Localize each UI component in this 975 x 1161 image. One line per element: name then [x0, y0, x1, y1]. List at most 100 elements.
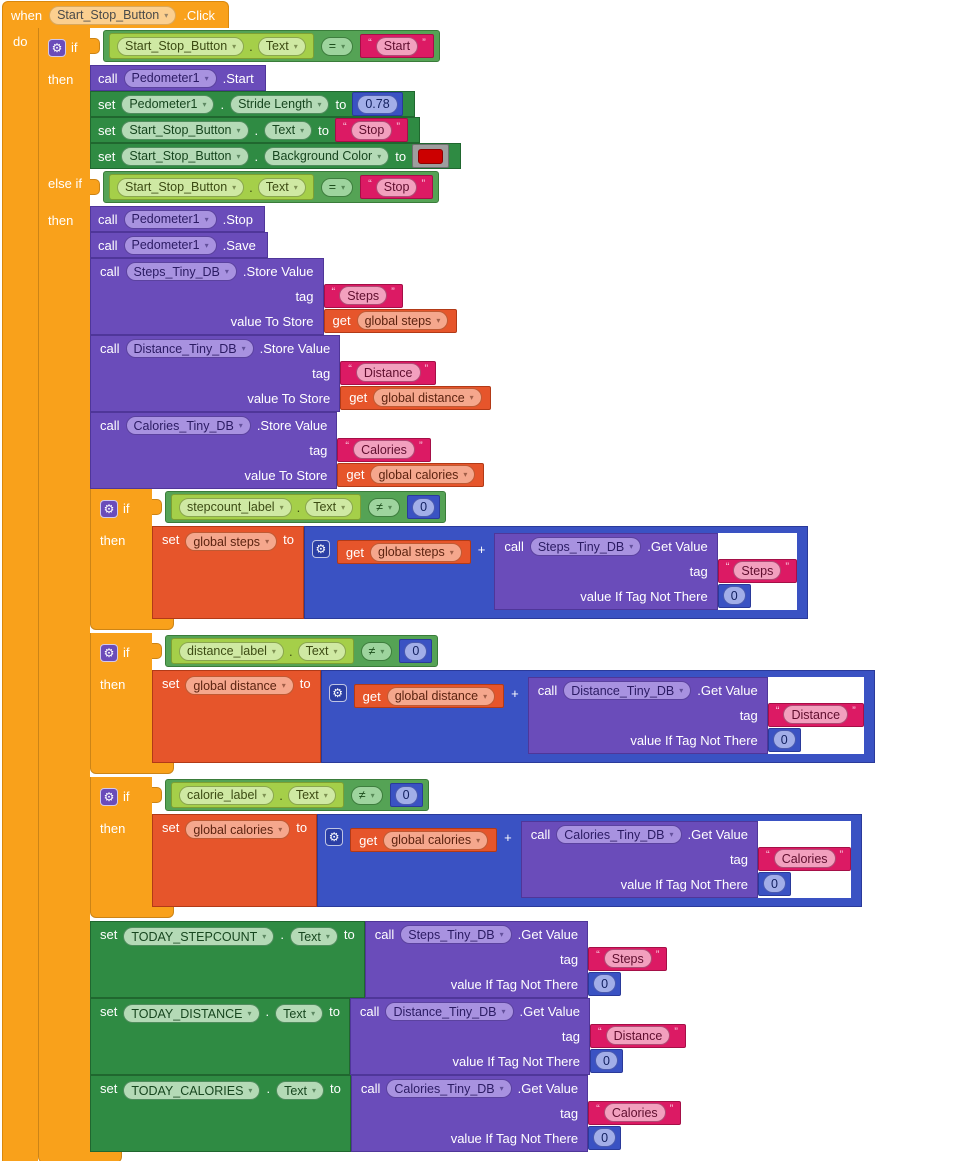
set-property-block[interactable]: set TODAY_STEPCOUNT . Text to [90, 921, 365, 998]
component-dropdown[interactable]: distance_label [179, 641, 284, 661]
property-dropdown[interactable]: Text [287, 785, 336, 805]
property-dropdown[interactable]: Text [264, 120, 313, 140]
number-block[interactable]: 0.78 [352, 92, 403, 116]
call-method-block[interactable]: call Pedometer1 .Start [90, 65, 266, 91]
component-dropdown[interactable]: Steps_Tiny_DB [400, 925, 512, 944]
component-dropdown[interactable]: Distance_Tiny_DB [385, 1002, 514, 1021]
variable-dropdown[interactable]: global calories [383, 830, 489, 850]
property-dropdown[interactable]: Text [257, 36, 306, 56]
component-dropdown[interactable]: calorie_label [179, 785, 275, 805]
text-string-block[interactable]: “ Calories ” [758, 846, 852, 871]
component-getter-block[interactable]: calorie_label . Text [171, 782, 344, 808]
property-dropdown[interactable]: Text [297, 641, 346, 661]
variable-dropdown[interactable]: global calories [185, 820, 291, 839]
mutator-gear-icon[interactable]: ⚙ [100, 787, 118, 806]
variable-dropdown[interactable]: global distance [373, 388, 482, 407]
get-variable-block[interactable]: get global steps [323, 308, 458, 333]
mutator-gear-icon[interactable]: ⚙ [325, 828, 344, 846]
component-dropdown[interactable]: Pedometer1 [123, 235, 217, 255]
number-block[interactable]: 0 [767, 727, 801, 752]
logic-compare-block[interactable]: calorie_label . Text ≠ 0 [165, 779, 429, 811]
set-property-row[interactable]: set TODAY_CALORIES . Text to cal [90, 1075, 682, 1152]
mutator-gear-icon[interactable]: ⚙ [311, 540, 330, 558]
string-value-field[interactable]: Steps [603, 949, 652, 968]
component-dropdown[interactable]: Calories_Tiny_DB [556, 825, 682, 844]
text-string-block[interactable]: “ Distance ” [340, 360, 437, 385]
number-block[interactable]: 0 [758, 871, 791, 896]
math-addition-block[interactable]: ⚙ get global calories + [317, 814, 863, 907]
number-value-field[interactable]: 0 [412, 497, 436, 517]
component-dropdown[interactable]: Distance_Tiny_DB [125, 339, 254, 358]
set-property-block[interactable]: set TODAY_CALORIES . Text to [90, 1075, 351, 1152]
text-string-block[interactable]: “ Stop ” [360, 175, 434, 199]
when-event-block[interactable]: when Start_Stop_Button .Click do ⚙ if [2, 1, 875, 1161]
call-store-value-block[interactable]: call Steps_Tiny_DB .Store Value tag valu… [90, 258, 458, 335]
string-value-field[interactable]: Steps [339, 286, 388, 305]
component-dropdown[interactable]: Start_Stop_Button [117, 177, 245, 197]
number-value-field[interactable]: 0 [722, 586, 746, 605]
mutator-gear-icon[interactable]: ⚙ [48, 38, 66, 57]
when-header[interactable]: when Start_Stop_Button .Click [2, 1, 230, 28]
component-getter-block[interactable]: Start_Stop_Button . Text [109, 174, 314, 200]
operator-dropdown[interactable]: ≠ [368, 497, 401, 517]
set-property-block[interactable]: set Start_Stop_Button . Text to “ Stop ” [90, 117, 420, 143]
variable-dropdown[interactable]: global steps [356, 311, 449, 330]
number-block[interactable]: 0 [717, 583, 751, 608]
number-block[interactable]: 0 [589, 1048, 623, 1073]
number-value-field[interactable]: 0 [763, 874, 786, 893]
component-getter-block[interactable]: Start_Stop_Button . Text [109, 33, 314, 59]
number-value-field[interactable]: 0 [772, 730, 796, 749]
property-dropdown[interactable]: Text [276, 1081, 325, 1100]
component-dropdown[interactable]: Calories_Tiny_DB [125, 416, 251, 435]
component-dropdown[interactable]: stepcount_label [179, 497, 292, 517]
text-string-block[interactable]: “ Calories ” [588, 1100, 682, 1125]
component-dropdown[interactable]: TODAY_CALORIES [123, 1081, 261, 1100]
call-method-block[interactable]: call Pedometer1 .Stop [90, 206, 265, 232]
string-value-field[interactable]: Stop [375, 177, 418, 197]
call-get-value-block[interactable]: call Distance_Tiny_DB .Get Value tag val… [527, 677, 864, 754]
text-string-block[interactable]: “ Stop ” [334, 118, 408, 142]
string-value-field[interactable]: Distance [605, 1026, 671, 1045]
get-variable-block[interactable]: get global calories [337, 462, 485, 487]
string-value-field[interactable]: Stop [350, 120, 393, 140]
component-dropdown[interactable]: Distance_Tiny_DB [563, 681, 692, 700]
if-block[interactable]: ⚙ if stepcount_label . [90, 489, 809, 630]
get-variable-block[interactable]: get global distance [353, 684, 505, 708]
component-dropdown[interactable]: Pedometer1 [123, 68, 217, 88]
logic-compare-block[interactable]: Start_Stop_Button . Text = “ Start ” [103, 30, 440, 62]
operator-dropdown[interactable]: = [320, 177, 354, 197]
get-variable-block[interactable]: get global steps [336, 540, 471, 564]
component-dropdown[interactable]: TODAY_DISTANCE [123, 1004, 260, 1023]
text-string-block[interactable]: “ Steps ” [323, 283, 403, 308]
component-dropdown[interactable]: TODAY_STEPCOUNT [123, 927, 275, 946]
variable-dropdown[interactable]: global steps [370, 542, 462, 562]
if-block[interactable]: ⚙ if distance_label . [90, 633, 875, 774]
call-get-value-block[interactable]: call Calories_Tiny_DB .Get Value tag val… [350, 1075, 682, 1152]
logic-compare-block[interactable]: Start_Stop_Button . Text = “ Stop ” [103, 171, 440, 203]
string-value-field[interactable]: Distance [783, 705, 849, 724]
text-string-block[interactable]: “ Steps ” [717, 558, 798, 583]
set-property-block[interactable]: set Start_Stop_Button . Background Color… [90, 143, 462, 169]
set-property-row[interactable]: set TODAY_STEPCOUNT . Text to ca [90, 921, 668, 998]
number-value-field[interactable]: 0.78 [357, 94, 398, 114]
number-value-field[interactable]: 0 [594, 1051, 618, 1070]
property-dropdown[interactable]: Stride Length [230, 94, 330, 114]
number-block[interactable]: 0 [407, 495, 441, 519]
number-block[interactable]: 0 [588, 1125, 622, 1150]
component-dropdown[interactable]: Pedometer1 [123, 209, 217, 229]
variable-dropdown[interactable]: global distance [185, 676, 294, 695]
set-variable-block[interactable]: set global calories to [152, 814, 318, 907]
property-dropdown[interactable]: Text [275, 1004, 324, 1023]
call-get-value-block[interactable]: call Steps_Tiny_DB .Get Value tag value … [364, 921, 668, 998]
call-get-value-block[interactable]: call Calories_Tiny_DB .Get Value tag val… [520, 821, 852, 898]
red-color-swatch[interactable] [418, 148, 444, 164]
variable-dropdown[interactable]: global distance [386, 686, 496, 706]
call-store-value-block[interactable]: call Distance_Tiny_DB .Store Value tag v… [90, 335, 491, 412]
number-value-field[interactable]: 0 [404, 641, 428, 661]
component-dropdown[interactable]: Calories_Tiny_DB [386, 1079, 512, 1098]
component-dropdown[interactable]: Steps_Tiny_DB [125, 262, 237, 281]
call-get-value-block[interactable]: call Steps_Tiny_DB .Get Value tag value … [494, 533, 798, 610]
operator-dropdown[interactable]: ≠ [350, 785, 383, 805]
if-block[interactable]: ⚙ if calorie_label . [90, 777, 863, 918]
math-addition-block[interactable]: ⚙ get global distance + [320, 670, 875, 763]
